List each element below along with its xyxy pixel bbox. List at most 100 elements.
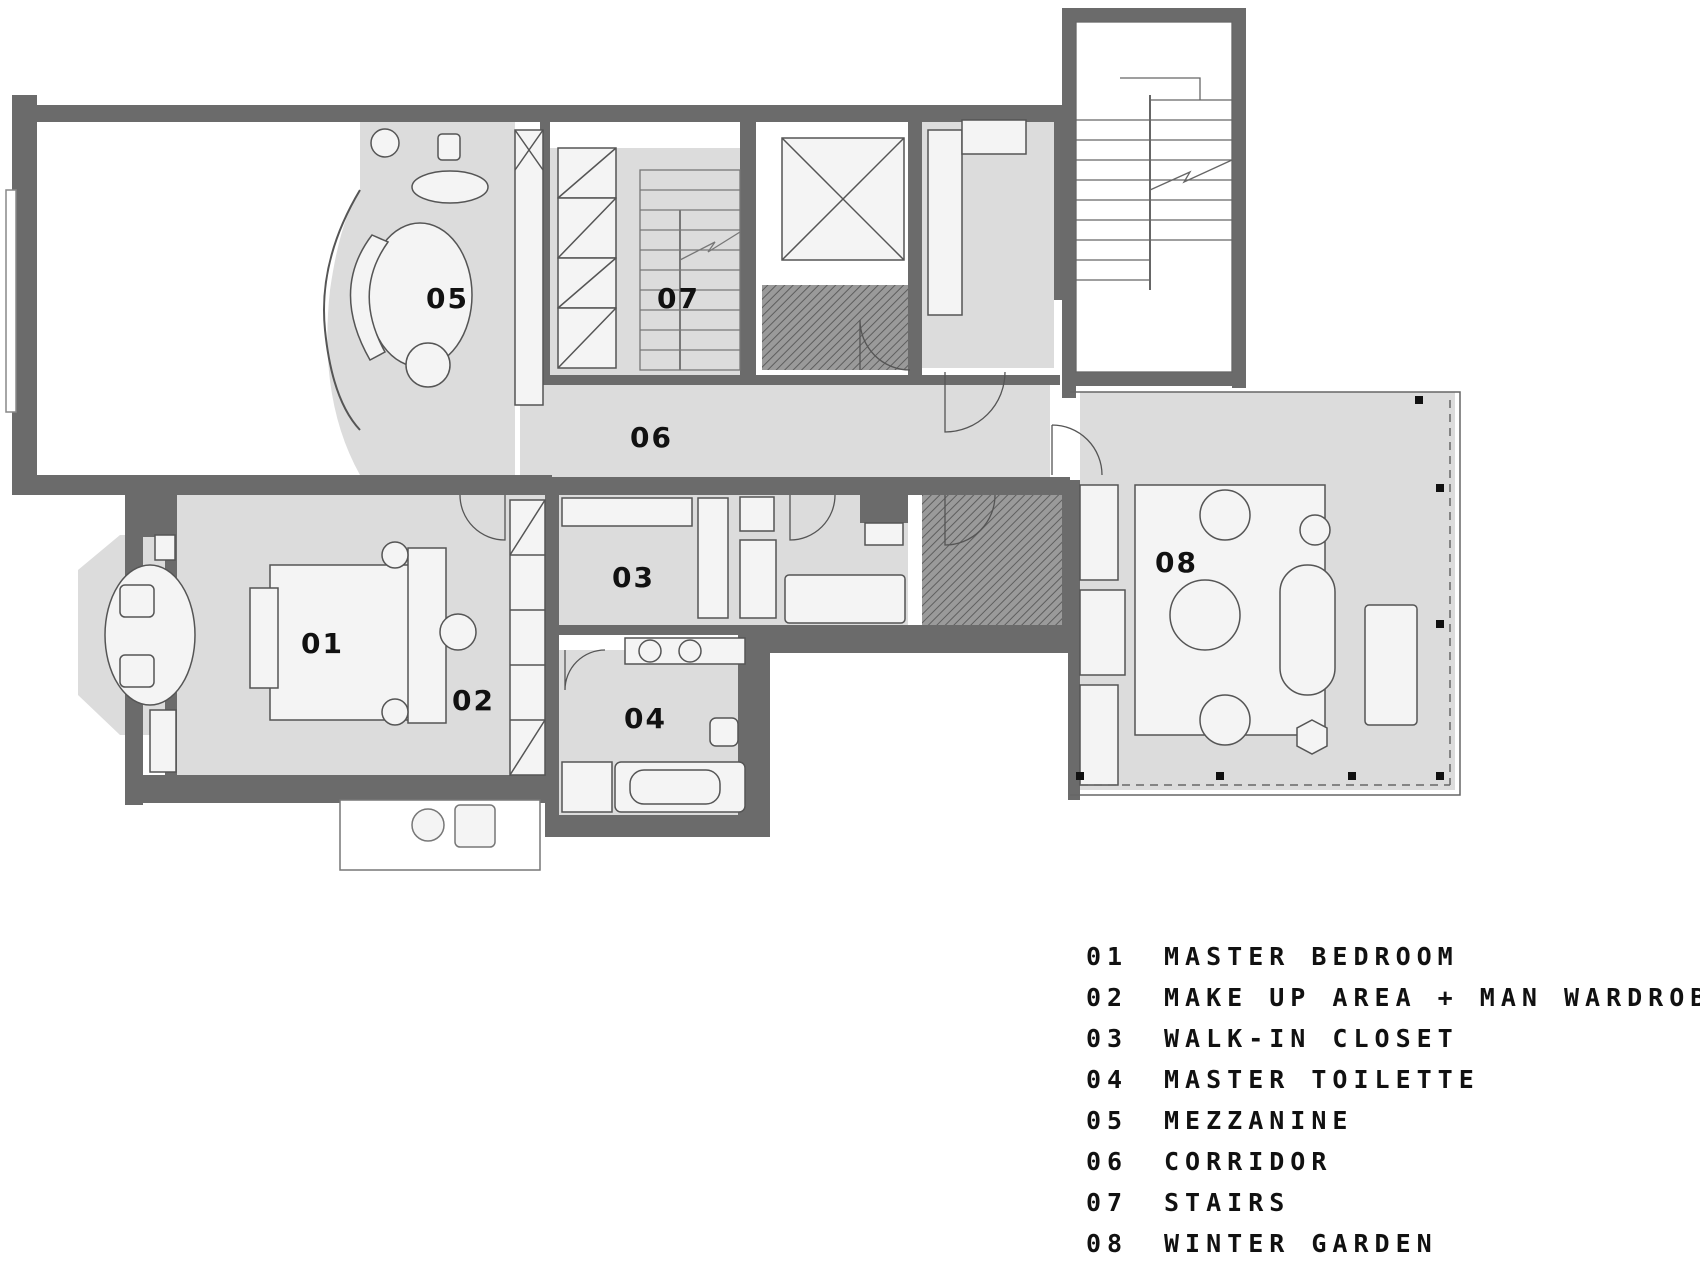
wardrobe-left — [1079, 484, 1119, 581]
wardrobe-column — [509, 499, 546, 776]
legend-row: 07 STAIRS — [1086, 1182, 1700, 1223]
door-swing — [789, 494, 836, 541]
legend-row: 06 CORRIDOR — [1086, 1141, 1700, 1182]
room-label-03: 03 — [612, 561, 655, 594]
wall-closet-toilette — [558, 625, 753, 635]
wardrobe-diagonal — [509, 719, 546, 776]
legend-number: 02 — [1086, 983, 1129, 1012]
side-table — [411, 808, 445, 842]
door-swing — [859, 319, 911, 371]
room-label-05: 05 — [426, 282, 469, 315]
hatch-lift-lobby — [762, 285, 908, 370]
bathtub-icon — [784, 574, 906, 624]
lift-cross — [781, 137, 905, 261]
hatched-areas — [762, 285, 1062, 626]
legend-number: 04 — [1086, 1065, 1129, 1094]
room-label-01: 01 — [301, 627, 344, 660]
room-label-08: 08 — [1155, 546, 1198, 579]
room-label-04: 04 — [624, 702, 667, 735]
door-swing — [944, 494, 996, 546]
wardrobe-02 — [509, 499, 546, 776]
wall-bath2-mid — [860, 495, 908, 523]
window-left-frame — [5, 189, 17, 413]
stairs-07 — [639, 169, 741, 371]
column — [1348, 772, 1356, 780]
room-label-07: 07 — [657, 282, 700, 315]
stair-break-line — [679, 231, 741, 261]
shelf — [697, 497, 729, 619]
side-table — [405, 342, 451, 388]
tower-handrail — [1120, 77, 1201, 100]
wall-bedroom-bottom — [125, 775, 545, 803]
tv-unit — [154, 534, 176, 561]
column — [1216, 772, 1224, 780]
floor-corridor — [520, 385, 1050, 477]
sofa-icon — [1279, 564, 1336, 696]
legend-room-name: MASTER TOILETTE — [1164, 1065, 1480, 1094]
wall-closet-left — [545, 495, 559, 825]
hexagon-table — [1296, 719, 1328, 755]
wall-garden-left — [1068, 480, 1080, 800]
legend-room-name: WINTER GARDEN — [1164, 1229, 1438, 1258]
column — [1436, 620, 1444, 628]
bathtub-inner — [629, 769, 721, 805]
kitchen-counter — [927, 119, 1027, 316]
door-swing — [1051, 424, 1103, 476]
door-swing — [459, 494, 506, 541]
stair-tower-interior — [1075, 21, 1233, 373]
armchair-icon — [119, 654, 155, 688]
side-table — [1299, 514, 1331, 546]
winter-garden-glazing — [1070, 391, 1461, 796]
bedroom-furniture — [104, 534, 477, 773]
wardrobe-diagonal — [509, 499, 546, 556]
legend-number: 03 — [1086, 1024, 1129, 1053]
glazing-line — [1070, 391, 1461, 796]
balcony — [339, 799, 541, 871]
column — [1436, 484, 1444, 492]
wall-stair-tower-top — [1062, 8, 1246, 22]
wardrobe-diagonal — [557, 147, 617, 199]
wall-lift-divider — [908, 122, 922, 384]
window-left — [5, 189, 17, 413]
column — [1436, 772, 1444, 780]
floor-plan: 01 02 03 04 05 06 07 08 — [5, 8, 1461, 871]
bench — [249, 587, 279, 689]
lift — [781, 137, 905, 261]
room-label-02: 02 — [452, 684, 495, 717]
legend-row: 04 MASTER TOILETTE — [1086, 1059, 1700, 1100]
wall-toilette-bottom — [545, 815, 770, 837]
plant-pot — [370, 128, 400, 158]
toilette-04 — [561, 637, 746, 813]
legend-room-name: CORRIDOR — [1164, 1147, 1333, 1176]
legend-room-name: WALK-IN CLOSET — [1164, 1024, 1459, 1053]
walls — [12, 8, 1246, 837]
legend-number: 05 — [1086, 1106, 1129, 1135]
wardrobe-diagonal — [557, 197, 617, 259]
doors — [459, 319, 1103, 691]
legend-room-name: MASTER BEDROOM — [1164, 942, 1459, 971]
columns — [1076, 396, 1444, 780]
sink-icon — [678, 639, 702, 663]
wall-stair-right — [740, 122, 756, 384]
wall-stair-left — [540, 122, 550, 384]
armchair-icon — [437, 133, 461, 161]
counter-horizontal — [961, 119, 1027, 155]
mezzanine-furniture — [349, 128, 489, 388]
cabinet — [739, 539, 777, 619]
desk — [411, 170, 489, 204]
legend-row: 02 MAKE UP AREA + MAN WARDROBE — [1086, 977, 1700, 1018]
mezzanine-bay-wall — [323, 189, 361, 431]
legend-row: 01 MASTER BEDROOM — [1086, 936, 1700, 977]
wardrobe-diagonal — [557, 257, 617, 309]
counter-vertical — [927, 129, 963, 316]
cabinet-column — [514, 129, 544, 406]
bath-2 — [739, 496, 906, 624]
wall-mezzanine-bottom — [12, 475, 552, 495]
stair-tower — [1075, 21, 1233, 373]
nightstand — [381, 698, 409, 726]
wall-stair-tower-right — [1232, 8, 1246, 388]
dining-chair — [1199, 694, 1251, 746]
cabinet-diagonal — [514, 129, 544, 171]
shower-tray — [561, 761, 613, 813]
column — [1415, 396, 1423, 404]
